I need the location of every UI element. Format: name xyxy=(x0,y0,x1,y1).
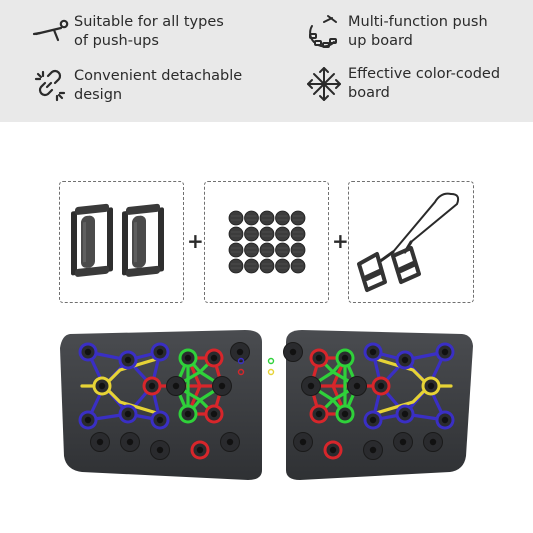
plus-separator: + xyxy=(187,229,204,253)
board-hole xyxy=(118,404,138,424)
multi-function-board-icon xyxy=(304,12,344,52)
board-hole xyxy=(395,350,415,370)
board-hole xyxy=(78,410,98,430)
board-hole xyxy=(166,376,186,396)
pad-disc xyxy=(259,210,275,226)
board-hole xyxy=(423,432,443,452)
board-hole xyxy=(435,342,455,362)
board-hole xyxy=(395,404,415,424)
handles-box xyxy=(59,181,184,303)
color-coded-arrows-icon xyxy=(304,64,344,104)
board-hole xyxy=(220,432,240,452)
red-line xyxy=(186,356,202,416)
board-hole xyxy=(204,404,224,424)
board-indicator-dots xyxy=(237,357,275,376)
pad-disc xyxy=(228,242,244,258)
board-hole xyxy=(371,376,391,396)
pad-disc xyxy=(228,258,244,274)
pad-disc xyxy=(290,242,306,258)
pushup-handles-image xyxy=(71,203,164,277)
board-hole xyxy=(421,376,441,396)
board-hole xyxy=(393,432,413,452)
pad-disc xyxy=(228,226,244,242)
pad-disc xyxy=(290,210,306,226)
board-hole xyxy=(178,404,198,424)
board-hole xyxy=(90,432,110,452)
board-hole xyxy=(230,342,250,362)
board-hole xyxy=(323,440,343,460)
pad-disc xyxy=(259,242,275,258)
board-hole xyxy=(435,410,455,430)
pad-disc xyxy=(275,258,290,274)
pad-disc xyxy=(290,258,306,274)
pad-disc xyxy=(228,210,244,226)
pushup-person-icon xyxy=(30,12,70,52)
plus-separator: + xyxy=(332,229,349,253)
pad-disc xyxy=(290,226,306,242)
board-hole xyxy=(150,440,170,460)
pad-disc xyxy=(259,226,275,242)
pad-disc xyxy=(244,258,259,274)
board-hole xyxy=(204,348,224,368)
board-left-panel xyxy=(60,330,262,480)
pads-box xyxy=(204,181,329,303)
pad-disc xyxy=(259,258,275,274)
pad-disc xyxy=(275,242,290,258)
anti-slip-pads-image xyxy=(228,210,306,274)
pad-disc xyxy=(275,226,290,242)
band-box xyxy=(348,181,474,303)
red-line xyxy=(331,356,347,416)
board-hole xyxy=(283,342,303,362)
pushup-board-image xyxy=(60,330,473,480)
board-hole xyxy=(301,376,321,396)
board-hole xyxy=(335,404,355,424)
board-hole xyxy=(118,350,138,370)
detachable-link-icon xyxy=(30,66,70,106)
board-hole xyxy=(78,342,98,362)
pad-disc xyxy=(244,226,259,242)
board-hole xyxy=(190,440,210,460)
pad-disc xyxy=(275,210,290,226)
board-hole xyxy=(363,410,383,430)
board-hole xyxy=(309,348,329,368)
board-hole xyxy=(150,342,170,362)
resistance-band-image xyxy=(357,192,460,292)
board-hole xyxy=(309,404,329,424)
pad-disc xyxy=(244,242,259,258)
board-hole xyxy=(212,376,232,396)
board-hole xyxy=(142,376,162,396)
board-hole xyxy=(347,376,367,396)
board-hole xyxy=(178,348,198,368)
board-hole xyxy=(335,348,355,368)
board-hole xyxy=(120,432,140,452)
board-hole xyxy=(150,410,170,430)
board-hole xyxy=(92,376,112,396)
board-hole xyxy=(363,342,383,362)
board-hole xyxy=(293,432,313,452)
pad-disc xyxy=(244,210,259,226)
board-hole xyxy=(363,440,383,460)
